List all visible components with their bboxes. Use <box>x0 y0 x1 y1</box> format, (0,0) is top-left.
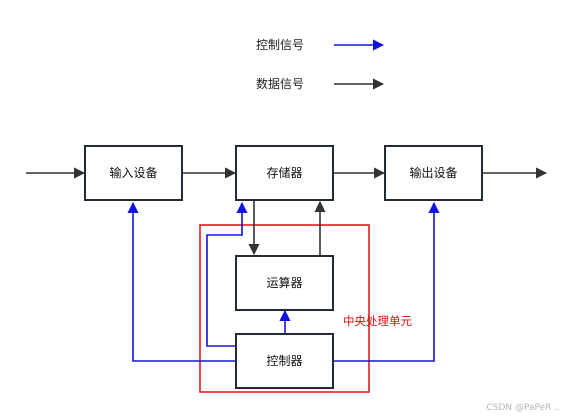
node-storage: 存储器 <box>235 145 334 201</box>
control-arrow-to-storage <box>206 201 248 347</box>
node-storage-box <box>235 145 334 201</box>
control-signal-lines <box>127 201 440 362</box>
legend: 控制信号 数据信号 <box>256 38 385 91</box>
node-input-box <box>84 145 183 201</box>
data-signal-lines <box>26 167 548 256</box>
node-alu: 运算器 <box>235 255 334 311</box>
node-output-label: 输出设备 <box>409 165 457 180</box>
node-controller: 控制器 <box>235 333 334 389</box>
cpu-frame <box>199 224 370 393</box>
node-output-box <box>384 145 483 201</box>
node-output: 输出设备 <box>384 145 483 201</box>
node-controller-label: 控制器 <box>266 354 302 368</box>
node-alu-box <box>235 255 334 311</box>
control-arrow-to-output <box>333 201 440 362</box>
legend-control-label: 控制信号 <box>256 38 304 52</box>
cpu-label: 中央处理单元 <box>343 314 412 328</box>
legend-data-label: 数据信号 <box>256 76 304 91</box>
node-storage-label: 存储器 <box>266 165 302 180</box>
control-arrow-to-input <box>127 201 236 362</box>
node-input-label: 输入设备 <box>109 165 157 180</box>
node-input: 输入设备 <box>84 145 183 201</box>
node-alu-label: 运算器 <box>266 275 302 290</box>
node-controller-box <box>235 333 334 389</box>
watermark: CSDN @PaPeR .. <box>486 403 560 413</box>
